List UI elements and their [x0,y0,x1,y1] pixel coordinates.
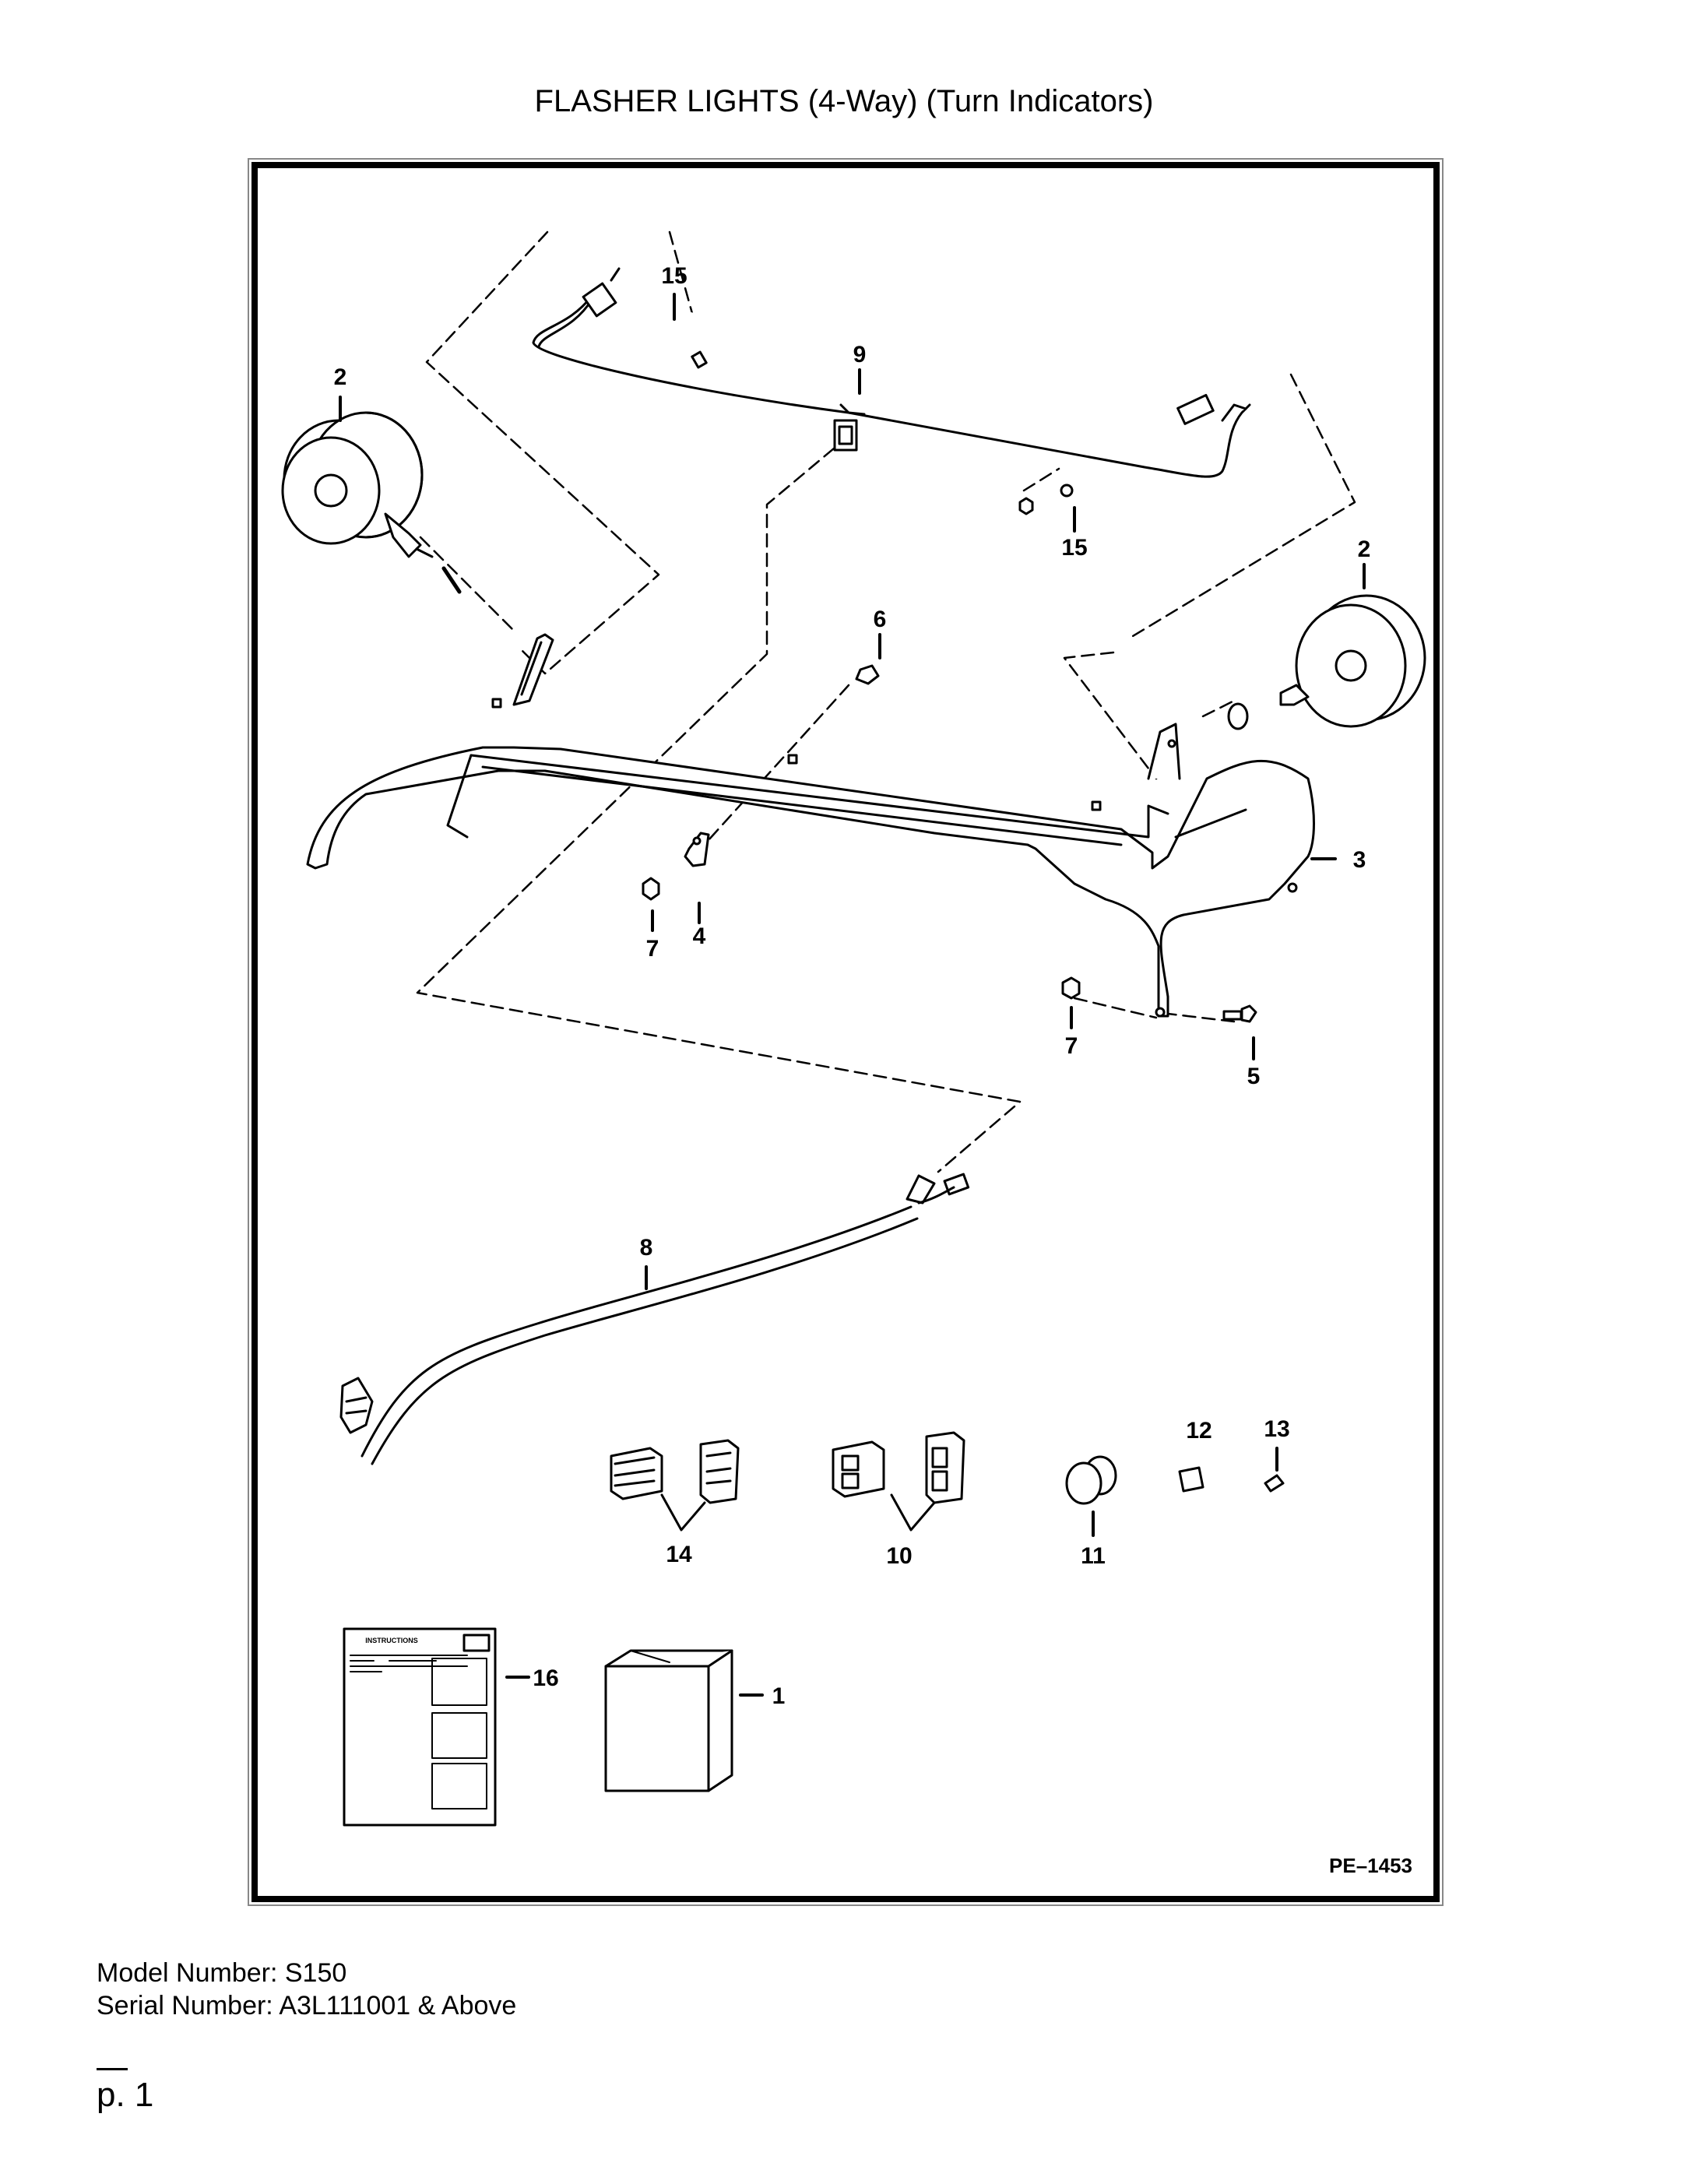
flasher-light-right [1227,594,1426,730]
flasher-light-left [281,411,462,594]
callout-10: 10 [886,1543,912,1569]
hardware [642,664,1257,1023]
mounting-bracket [306,633,1315,1018]
callout-15-top: 15 [661,263,687,289]
callout-6: 6 [874,607,887,632]
callout-8: 8 [640,1235,653,1261]
callout-5: 5 [1247,1064,1261,1089]
callout-12: 12 [1186,1418,1211,1444]
instruction-sheet-heading: INSTRUCTIONS [365,1637,418,1644]
callout-leaders [339,293,1366,1697]
exploded-parts-diagram: 15 2 9 15 2 6 3 4 7 7 5 8 12 13 14 10 11… [281,230,1426,1877]
callout-11: 11 [1081,1543,1106,1569]
callout-14: 14 [666,1542,692,1567]
page-title: FLASHER LIGHTS (4-Way) (Turn Indicators) [534,84,1154,118]
callout-16: 16 [533,1665,558,1691]
figure-frame [251,162,1440,1902]
page-number: p. 1 [97,2076,154,2114]
upper-wire-harness [532,267,1251,478]
serial-number: Serial Number: A3L111001 & Above [97,1991,517,2020]
callout-1: 1 [772,1683,786,1709]
lower-wire-harness [339,1173,970,1465]
harness-fasteners [691,350,1074,515]
instruction-sheet [343,1627,497,1827]
callout-v-leaders [660,1493,936,1532]
rocker-switches-14 [610,1439,740,1504]
model-number: Model Number: S150 [97,1958,347,1988]
callout-2-right: 2 [1358,536,1371,562]
small-parts-12-13 [1178,1466,1285,1493]
callout-9: 9 [853,342,867,368]
rocker-switches-10 [832,1431,965,1504]
kit-box [604,1649,733,1792]
callout-13: 13 [1264,1416,1289,1442]
indicator-lamp [1065,1455,1117,1505]
callout-7-right: 7 [1065,1033,1078,1059]
callout-15-right: 15 [1061,535,1087,561]
callout-7-left: 7 [646,936,659,962]
callout-4: 4 [693,923,706,949]
callout-3: 3 [1353,847,1366,873]
callout-2-left: 2 [334,364,347,390]
figure-frame-outer [248,158,1444,1906]
page-number-dash [97,2068,128,2070]
figure-code: PE–1453 [1329,1854,1412,1877]
